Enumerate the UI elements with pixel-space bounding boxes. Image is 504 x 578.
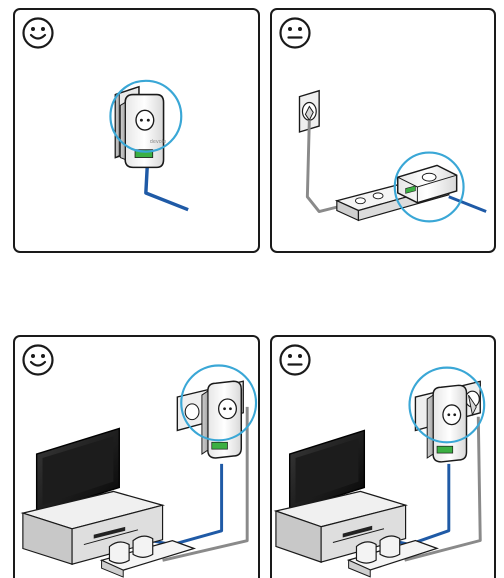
illustration-adapter-in-wall: devolo: [15, 10, 258, 251]
illustration-tv-setup-wall: [15, 337, 258, 578]
status-led: [212, 442, 228, 449]
panel-wall-socket-with-tv-and-plug: [270, 335, 496, 578]
powerline-adapter: [427, 385, 466, 462]
panel-power-strip: [270, 8, 496, 253]
panel-wall-socket-with-tv: [13, 335, 260, 578]
illustration-tv-setup-wall-alt: [272, 337, 494, 578]
powerline-adapter: [398, 165, 457, 202]
power-cord: [307, 120, 338, 211]
panel-direct-wall-socket: devolo: [13, 8, 260, 253]
status-led: [437, 446, 453, 453]
powerline-adapter: [202, 381, 241, 458]
svg-text:devolo: devolo: [150, 139, 166, 145]
illustration-adapter-in-power-strip: [272, 10, 494, 251]
powerline-adapter: devolo: [120, 95, 166, 168]
